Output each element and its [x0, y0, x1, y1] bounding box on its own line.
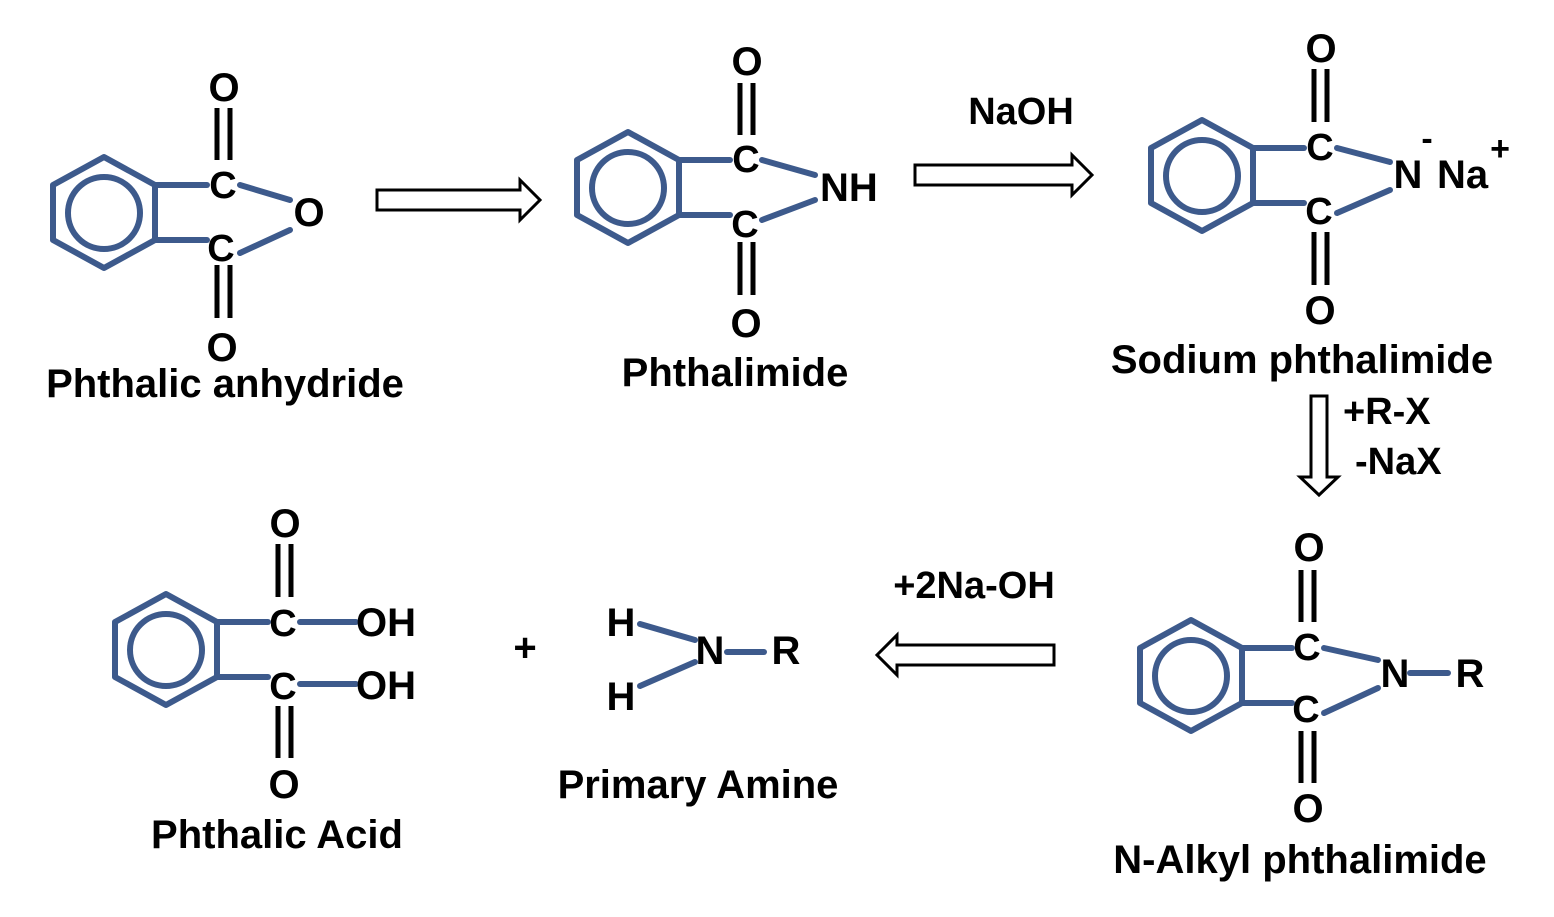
atom-o-bottom: O: [1292, 787, 1323, 831]
plus-sign: +: [513, 626, 536, 670]
atom-h-bottom: H: [607, 675, 636, 719]
atom-o-top: O: [1293, 526, 1324, 570]
reaction-arrow-down: [1296, 394, 1342, 498]
n-alkyl-phthalimide-label: N-Alkyl phthalimide: [1113, 838, 1486, 882]
c-to-n-bond-top: [1321, 645, 1381, 663]
atom-o-top: O: [731, 40, 762, 84]
phthalic-acid-label: Phthalic Acid: [151, 813, 403, 857]
phthalic-acid-structure: O C OH C OH O: [112, 502, 416, 807]
c-to-n-bond-bottom: [759, 197, 818, 223]
sodium-phthalimide-structure: O C N - Na + C O: [1148, 27, 1510, 333]
atom-oh-bottom: OH: [356, 664, 416, 708]
reaction-arrow-left: [874, 631, 1056, 679]
aromatic-circle: [1163, 137, 1241, 215]
atom-n: N: [1381, 652, 1410, 696]
aromatic-circle: [589, 149, 667, 227]
atom-c-bottom: C: [269, 666, 296, 708]
atom-c-bottom: C: [1292, 689, 1319, 731]
c-to-n-bond-bottom: [1334, 187, 1393, 216]
atom-c-top: C: [1306, 127, 1333, 169]
atom-o-bottom: O: [730, 302, 761, 346]
reagent-2naoh: +2Na-OH: [893, 565, 1055, 607]
atom-c-bottom: C: [207, 228, 234, 270]
atom-oh-top: OH: [356, 601, 416, 645]
atom-o-ring: O: [293, 191, 324, 235]
atom-o-top: O: [1305, 27, 1336, 71]
atom-c-top: C: [209, 165, 236, 207]
atom-h-top: H: [607, 601, 636, 645]
aromatic-circle: [127, 611, 205, 689]
reagent-nax: -NaX: [1355, 441, 1442, 483]
aromatic-circle: [1152, 637, 1230, 715]
atom-c-top: C: [732, 139, 759, 181]
atom-o-top: O: [208, 66, 239, 110]
c-to-o-ring-bond-top: [237, 182, 293, 203]
atom-nh: NH: [820, 166, 878, 210]
h-top-to-n-bond: [637, 621, 698, 643]
n-alkyl-phthalimide-structure: O C N R C O: [1137, 526, 1485, 831]
phthalic-anhydride-label: Phthalic anhydride: [46, 362, 404, 406]
atom-c-bottom: C: [1305, 191, 1332, 233]
c-to-o-ring-bond-bottom: [237, 227, 293, 256]
atom-r: R: [1456, 652, 1485, 696]
atom-o-bottom: O: [268, 763, 299, 807]
phthalic-anhydride-structure: O C O C O: [50, 66, 325, 370]
c-to-n-bond-top: [1334, 145, 1393, 165]
reagent-rx: +R-X: [1343, 391, 1431, 433]
primary-amine-label: Primary Amine: [558, 763, 839, 807]
atom-c-top: C: [269, 603, 296, 645]
c-to-n-bond-bottom: [1321, 685, 1381, 716]
atom-o-bottom: O: [1304, 289, 1335, 333]
atom-r: R: [772, 629, 801, 673]
primary-amine-structure: H N R H: [607, 601, 801, 719]
atom-o-bottom: O: [206, 326, 237, 370]
negative-charge: -: [1421, 120, 1432, 158]
reaction-arrow-2: [913, 151, 1095, 199]
c-to-n-bond-top: [759, 157, 818, 178]
h-bottom-to-n-bond: [637, 659, 698, 689]
atom-n: N: [696, 629, 725, 673]
atom-c-bottom: C: [731, 204, 758, 246]
atom-o-top: O: [269, 502, 300, 546]
atom-na: Na: [1437, 153, 1489, 197]
phthalimide-label: Phthalimide: [622, 351, 849, 395]
sodium-phthalimide-label: Sodium phthalimide: [1111, 338, 1493, 382]
aromatic-circle: [65, 174, 143, 252]
atom-c-top: C: [1293, 627, 1320, 669]
atom-n: N: [1394, 153, 1423, 197]
reaction-arrow-1: [375, 176, 543, 224]
reagent-naoh: NaOH: [968, 91, 1074, 133]
phthalimide-structure: O C NH C O: [574, 40, 878, 346]
positive-charge: +: [1490, 130, 1510, 168]
